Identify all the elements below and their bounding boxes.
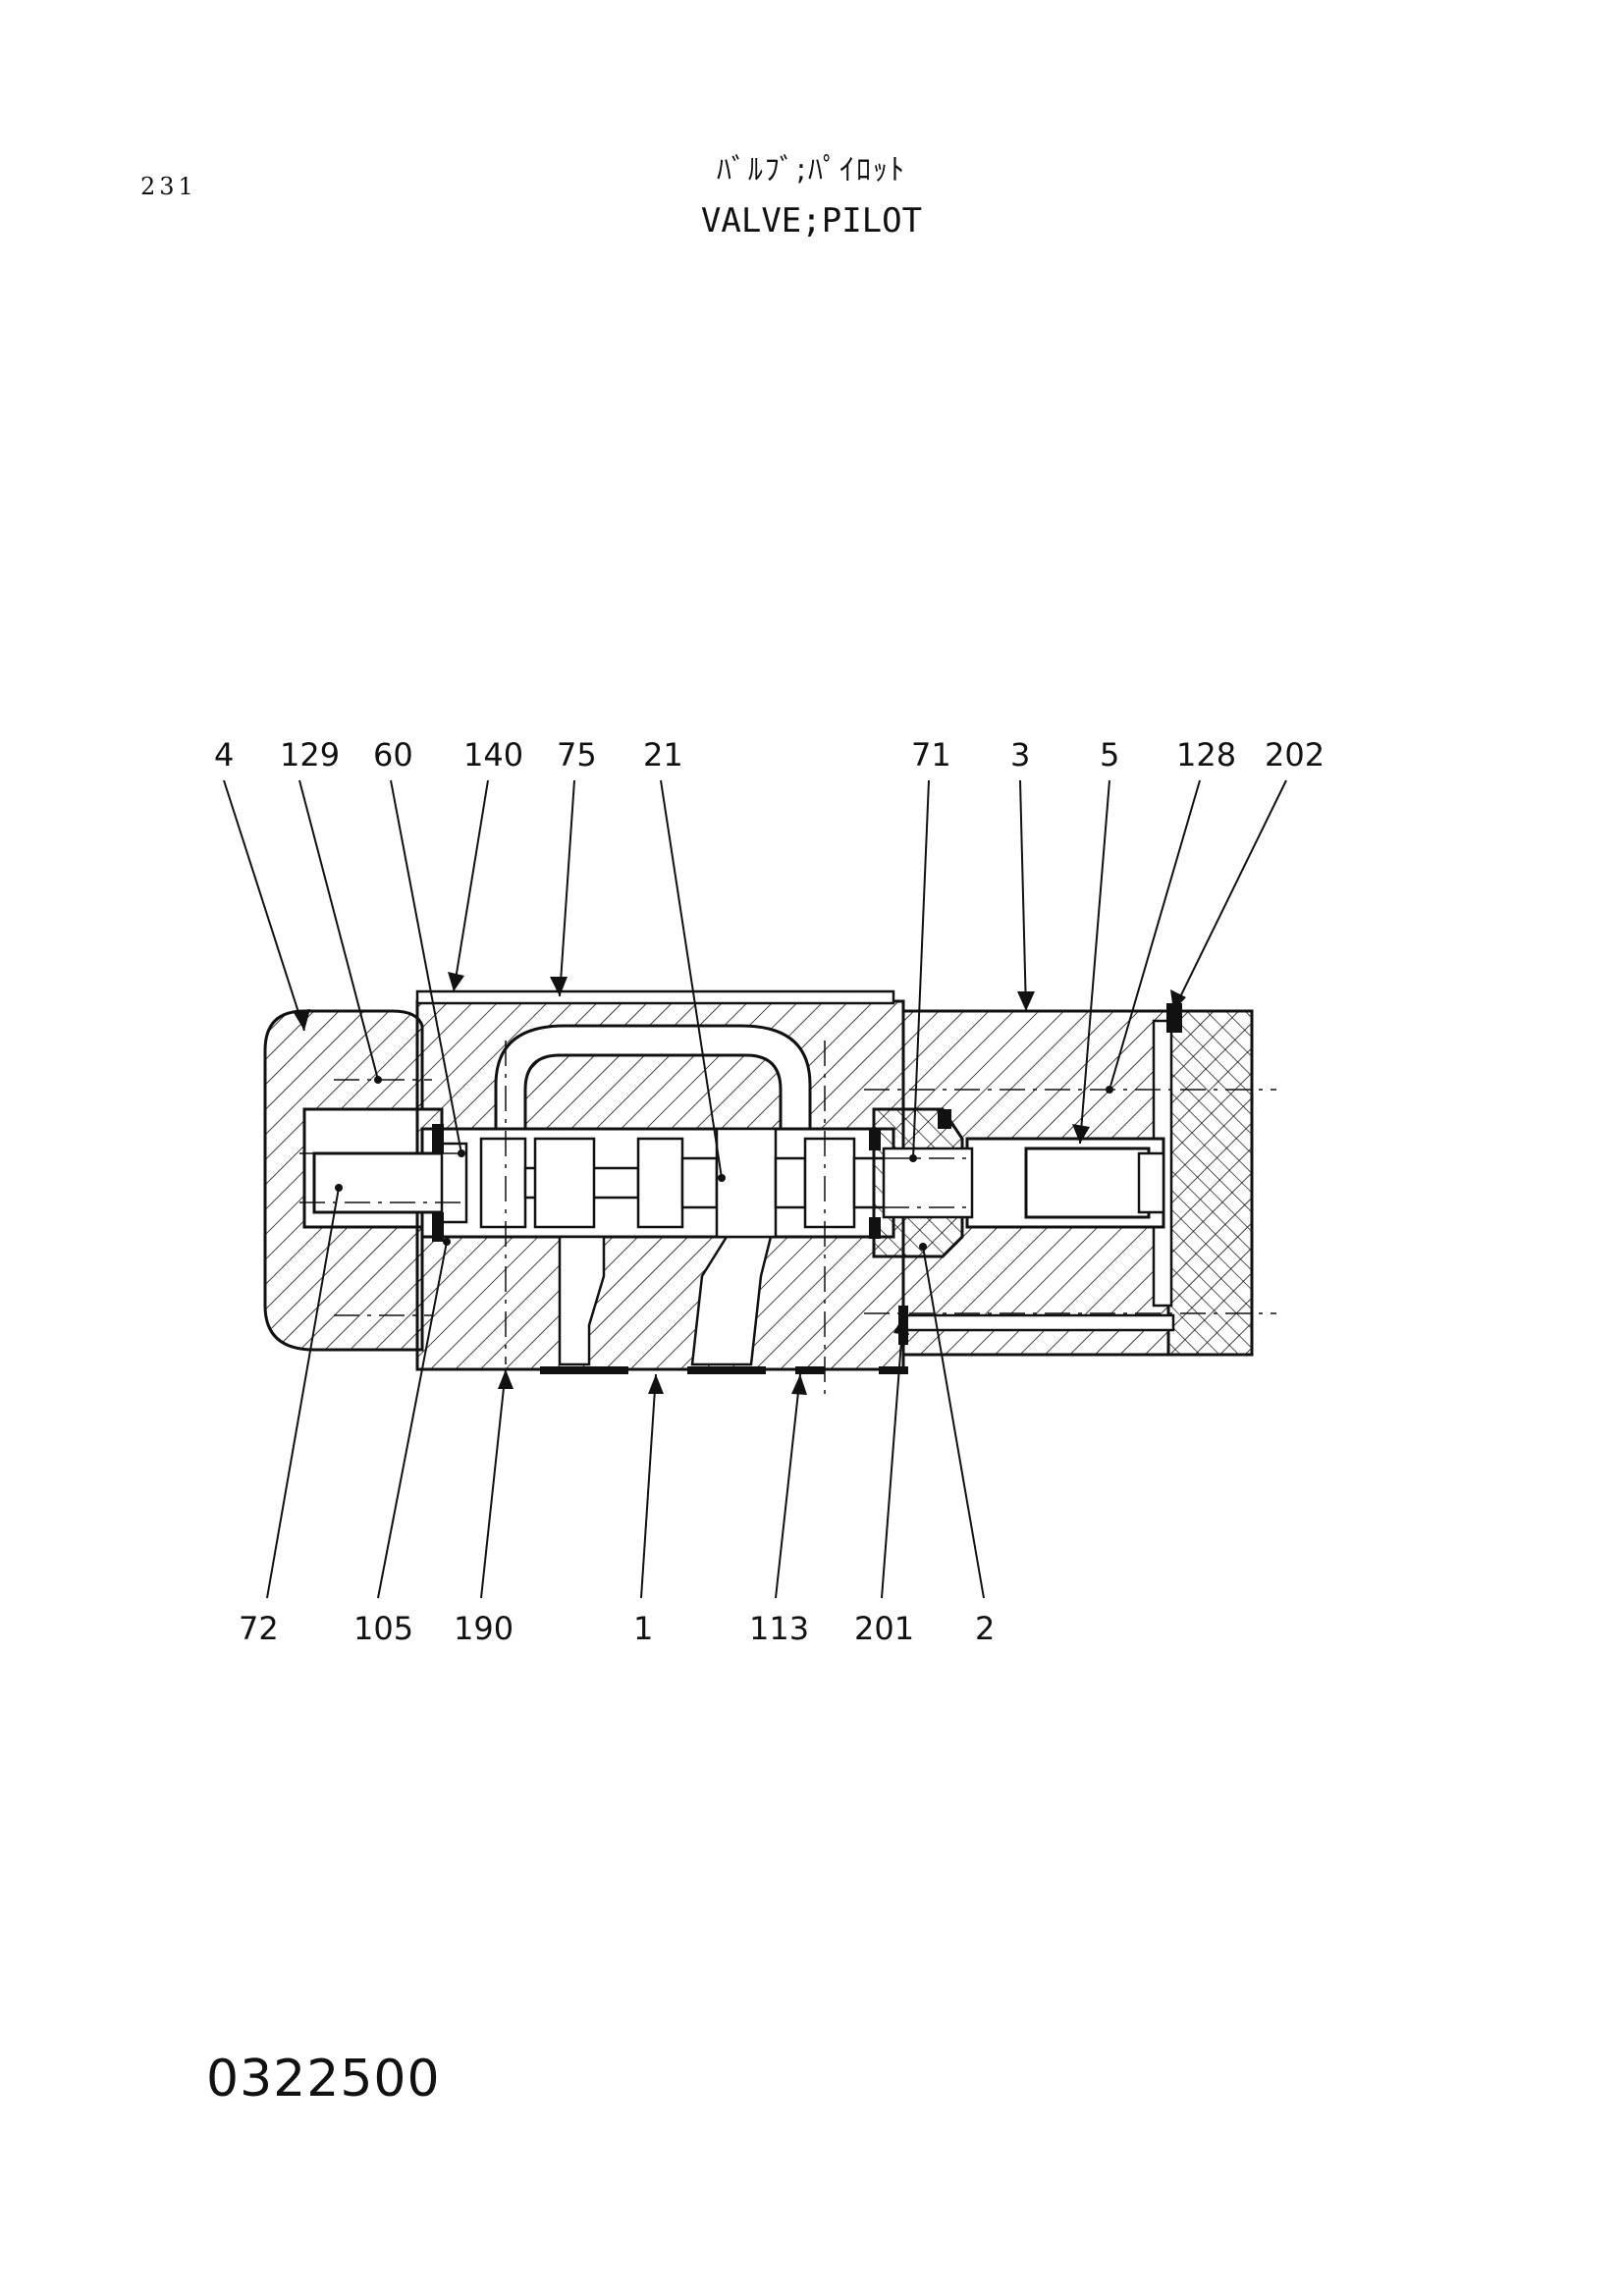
callout-4: 4 <box>214 736 234 774</box>
center-lines <box>299 1041 1276 1394</box>
callout-21: 21 <box>643 736 683 774</box>
callout-60: 60 <box>373 736 413 774</box>
callout-72: 72 <box>239 1610 279 1647</box>
callout-129: 129 <box>280 736 340 774</box>
right-cover <box>901 1003 1254 1357</box>
leader-lines <box>223 779 1287 1599</box>
sleeve <box>869 1107 974 1345</box>
callout-1: 1 <box>633 1610 653 1647</box>
callout-140: 140 <box>463 736 523 774</box>
callout-5: 5 <box>1100 736 1119 774</box>
callout-3: 3 <box>1010 736 1030 774</box>
title-english: VALVE;PILOT <box>700 201 923 240</box>
callout-113: 113 <box>749 1610 809 1647</box>
callout-labels-bottom: 72 105 190 1 113 201 2 <box>239 1610 995 1647</box>
callout-128: 128 <box>1176 736 1236 774</box>
arrowheads <box>293 972 1186 1395</box>
callout-75: 75 <box>557 736 597 774</box>
title-japanese: ﾊﾞﾙﾌﾞ;ﾊﾟｲﾛｯﾄ <box>716 153 907 187</box>
leader-dots <box>335 1076 1113 1251</box>
callout-71: 71 <box>911 736 951 774</box>
callout-105: 105 <box>353 1610 413 1647</box>
callout-2: 2 <box>975 1610 995 1647</box>
page-number: 231 <box>140 173 197 200</box>
document-number: 0322500 <box>206 2050 441 2109</box>
callout-202: 202 <box>1265 736 1325 774</box>
callout-190: 190 <box>454 1610 514 1647</box>
callout-labels-top: 4 129 60 140 75 21 71 3 5 128 202 <box>214 736 1325 774</box>
callout-201: 201 <box>854 1610 914 1647</box>
spool <box>312 1124 895 1242</box>
